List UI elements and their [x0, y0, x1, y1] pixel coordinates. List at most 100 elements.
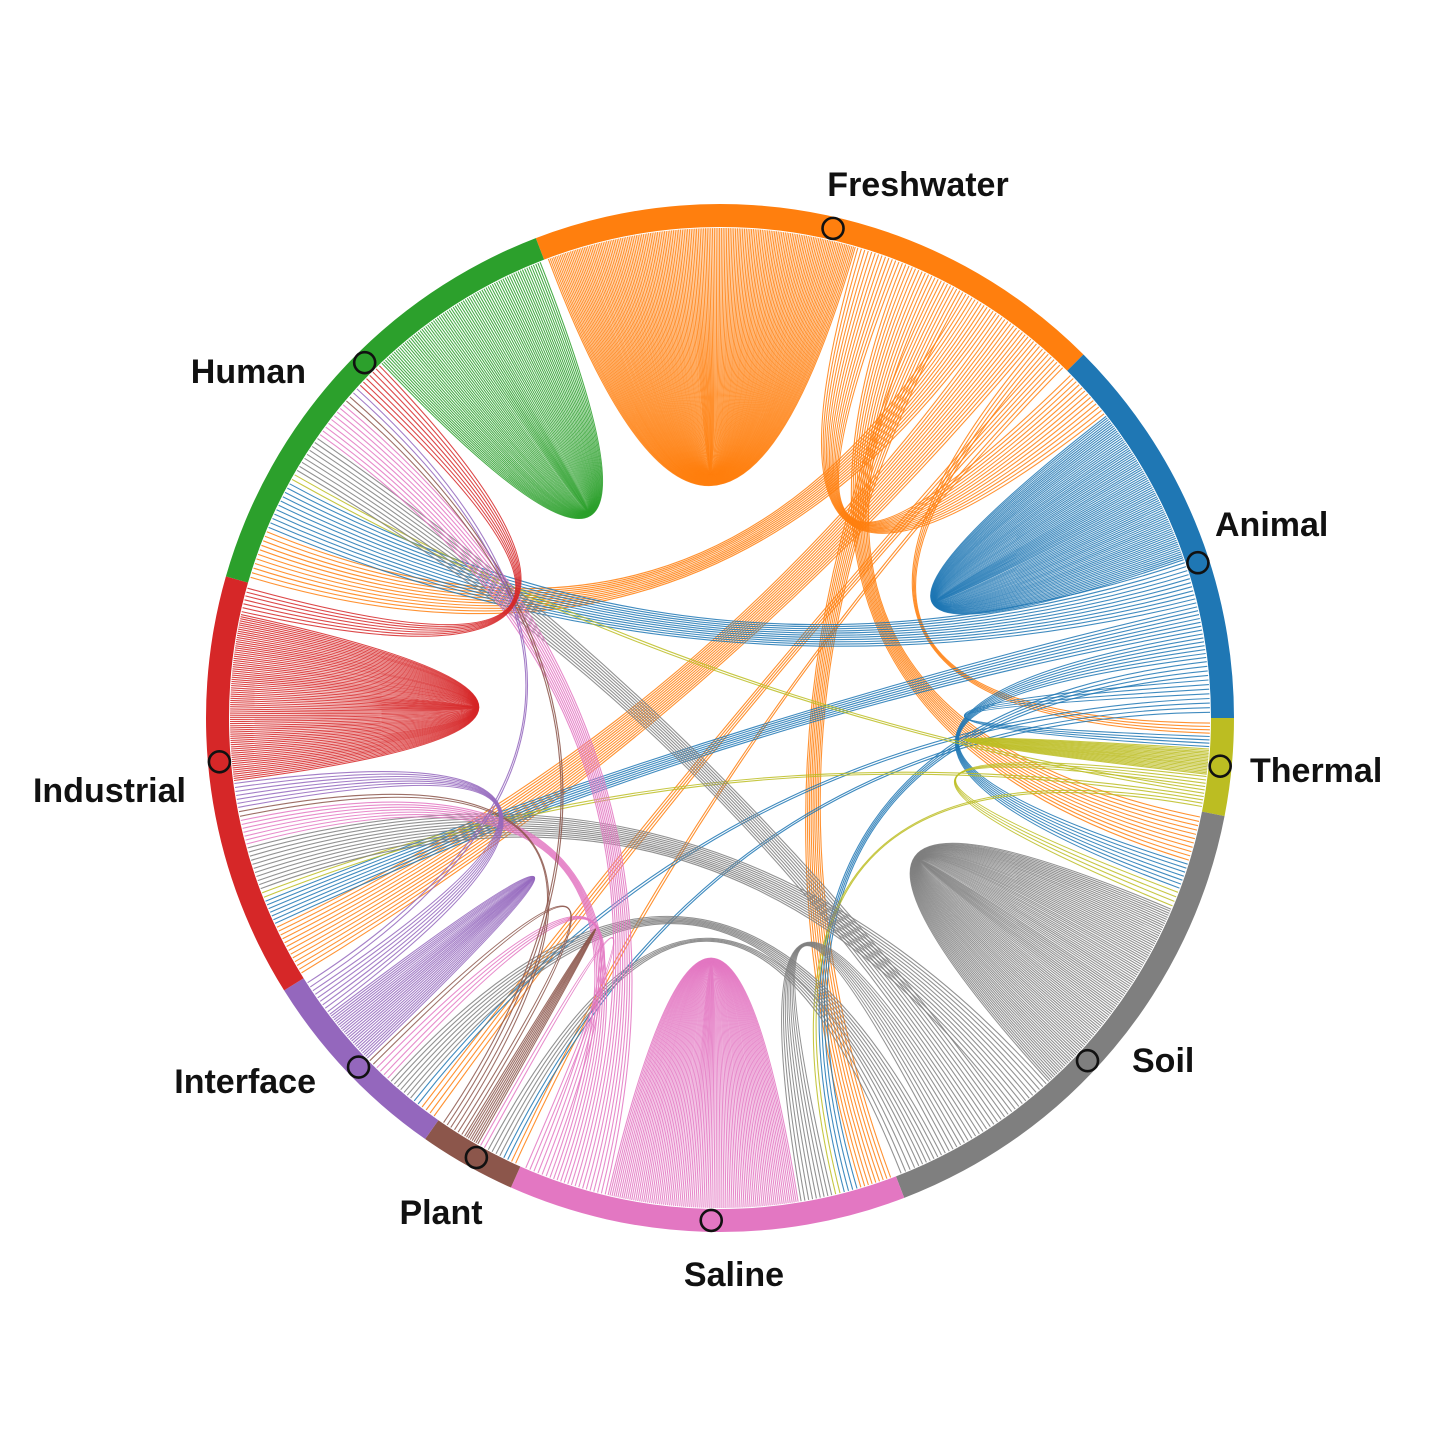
ribbon-strand — [246, 816, 596, 1178]
ribbon-strand — [286, 325, 1015, 947]
ribbon-strand — [850, 262, 1190, 861]
ribbon-strand — [299, 338, 1032, 970]
ribbon-strand — [284, 323, 1012, 944]
ribbon-strand — [429, 359, 1055, 1114]
ribbon-strand — [274, 513, 1194, 641]
label-saline: Saline — [684, 1256, 784, 1294]
ribbon-strand — [393, 917, 939, 1158]
ribbon-strand — [410, 923, 920, 1167]
node-marker-thermal — [1208, 754, 1232, 778]
ribbon-strand — [254, 306, 988, 607]
ribbon-strand — [238, 784, 500, 992]
ribbon-strand — [336, 411, 628, 1193]
ribbon-strand — [701, 962, 712, 1208]
ribbon-strand — [273, 625, 1202, 921]
ribbon-strand — [346, 400, 562, 1123]
ribbon-strand — [252, 822, 1034, 1096]
ribbon-strand — [417, 702, 1210, 1105]
ribbon-strand — [503, 707, 1210, 1158]
ribbon-strand — [271, 621, 1201, 917]
ribbon-strand — [253, 308, 991, 609]
ribbon-strand — [331, 419, 624, 1191]
ribbon-strand — [346, 876, 535, 1039]
ribbon-strand — [857, 268, 1194, 844]
arc-freshwater — [535, 204, 1084, 371]
ribbon-strand — [272, 517, 1195, 643]
node-marker-saline — [699, 1208, 724, 1233]
ribbon-strand — [257, 303, 982, 602]
ribbon-strand — [259, 301, 979, 599]
label-soil: Soil — [1132, 1042, 1194, 1080]
ribbon-strand — [818, 661, 1207, 1193]
label-industrial: Industrial — [33, 772, 186, 810]
label-plant: Plant — [399, 1194, 482, 1232]
ribbon-strand — [821, 247, 1105, 534]
ribbon-layer — [229, 227, 1211, 1209]
ribbon-strand — [454, 304, 589, 513]
ribbon-strand — [495, 939, 907, 1172]
ribbon-strand — [268, 526, 1197, 647]
ribbon-strand — [247, 813, 1047, 1085]
ribbon-strand — [867, 277, 1201, 818]
ribbon-strand — [294, 334, 1026, 963]
ribbon-strand — [266, 293, 967, 590]
ribbon-strand — [299, 465, 984, 1132]
ribbon-strand — [268, 614, 1200, 910]
ribbon-strand — [309, 449, 998, 1123]
ribbon-strand — [248, 815, 1044, 1087]
ribbon-strand — [507, 711, 1211, 1160]
ribbon-strand — [280, 319, 1006, 936]
arc-saline — [510, 1166, 905, 1232]
ribbon-strand — [812, 285, 952, 1183]
ribbon-strand — [301, 341, 1035, 974]
ribbon-strand — [333, 415, 626, 1192]
ribbon-strand — [322, 430, 617, 1188]
ribbon-strand — [296, 336, 1029, 966]
ribbon-strand — [963, 739, 1209, 763]
ribbon-strand — [823, 670, 1208, 1190]
ribbon-strand — [289, 483, 1185, 626]
ribbon-strand — [822, 248, 1102, 533]
ribbon-strand — [278, 504, 1192, 636]
node-marker-industrial — [207, 749, 232, 774]
ribbon-strand — [816, 288, 958, 1181]
ribbon-strand — [250, 820, 1037, 1093]
ribbon-strand — [397, 918, 935, 1160]
ribbon-strand — [256, 829, 1023, 1104]
ribbon-strand — [319, 434, 615, 1187]
ribbon-strand — [254, 827, 1027, 1102]
ribbon-strand — [810, 283, 948, 1184]
ribbon-strand — [390, 915, 942, 1156]
node-marker-plant — [464, 1145, 489, 1170]
ribbon-strand — [242, 368, 521, 635]
ribbon-strand — [253, 825, 1030, 1099]
ribbon-strand — [826, 674, 1209, 1189]
ribbon-strand — [309, 388, 529, 988]
label-layer: Freshwater Animal Thermal Soil Saline Pl… — [33, 166, 1382, 1294]
ribbon-strand — [469, 928, 597, 1141]
ribbon-strand — [247, 384, 517, 626]
ribbon-strand — [243, 809, 602, 1182]
ribbon-strand — [263, 297, 973, 594]
ribbon-strand — [244, 811, 600, 1181]
ribbon-strand — [304, 457, 991, 1128]
label-animal: Animal — [1215, 506, 1328, 544]
ribbon-strand — [915, 351, 1211, 724]
ribbon-strand — [287, 487, 1187, 628]
ribbon-strand — [264, 295, 970, 592]
ribbon-strand — [270, 522, 1196, 645]
ribbon-strand — [242, 806, 604, 1183]
ribbon-strand — [261, 299, 976, 597]
ribbon-strand — [245, 813, 598, 1180]
ribbon-strand — [372, 906, 572, 1133]
ribbon-strand — [311, 445, 1002, 1120]
node-marker-freshwater — [821, 216, 845, 241]
ribbon-strand — [403, 920, 927, 1163]
ribbon-strand — [257, 832, 1020, 1107]
ribbon-strand — [491, 938, 911, 1170]
ribbon-strand — [284, 491, 1188, 630]
ribbon-strand — [306, 453, 995, 1125]
ribbon-strand — [244, 375, 519, 631]
ribbon-strand — [288, 327, 1018, 951]
ribbon-strand — [325, 426, 619, 1189]
